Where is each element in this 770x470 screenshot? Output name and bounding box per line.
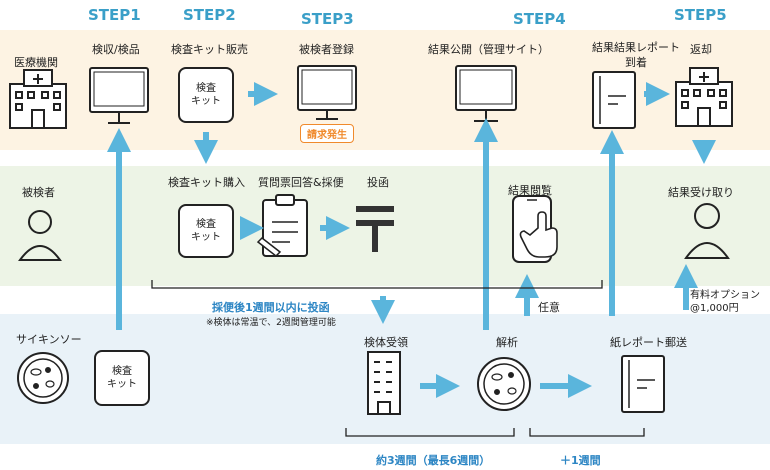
- flow-arrows: [107, 82, 716, 398]
- analysis-dish-icon: [477, 357, 531, 411]
- storage-note: ※検体は常温で、2週間管理可能: [206, 318, 336, 328]
- person-result-icon: [684, 203, 730, 259]
- hospital-icon: [9, 69, 67, 129]
- sample-receipt-label: 検体受領: [364, 336, 408, 349]
- inspection-label: 検収/検品: [92, 43, 140, 56]
- analysis-label: 解析: [496, 336, 518, 349]
- optional-label: 任意: [538, 301, 560, 314]
- billing-badge: 請求発生: [300, 124, 354, 143]
- kit-box-sale-text: 検査 キット: [191, 83, 221, 107]
- mailing-label: 投函: [367, 176, 389, 189]
- step-5-header: STEP5: [674, 6, 727, 24]
- kit-purchase-label: 検査キット購入: [168, 176, 245, 189]
- step-3-header: STEP3: [301, 10, 354, 28]
- report-document-icon: [592, 71, 636, 129]
- row-label-medical: 医療機関: [14, 56, 58, 69]
- results-receive-label: 結果受け取り: [668, 186, 734, 199]
- kit-box-sale: 検査 キット: [178, 67, 234, 123]
- kit-sale-label: 検査キット販売: [171, 43, 248, 56]
- monitor-icon-step3: [297, 65, 357, 120]
- paid-option-label: 有料オプション @1,000円: [690, 290, 760, 314]
- postal-mark-icon: [356, 206, 394, 252]
- step-2-header: STEP2: [183, 6, 236, 24]
- clipboard-icon: [256, 194, 308, 257]
- paper-report-label: 紙レポート郵送: [610, 336, 687, 349]
- step-4-header: STEP4: [513, 10, 566, 28]
- building-icon: [367, 351, 401, 415]
- timeline-brackets: [151, 280, 645, 437]
- results-view-label: 結果閲覧: [508, 184, 552, 197]
- step-1-header: STEP1: [88, 6, 141, 24]
- monitor-icon-step1: [89, 67, 149, 124]
- kit-box-company: 検査 キット: [94, 350, 150, 406]
- mail-within-week-note: 採便後1週間以内に投函: [212, 301, 330, 314]
- person-icon: [18, 210, 62, 261]
- questionnaire-label: 質問票回答&採便: [258, 176, 344, 189]
- kit-box-purchase: 検査 キット: [178, 204, 234, 258]
- registration-label: 被検者登録: [299, 43, 354, 56]
- results-publish-label: 結果公開（管理サイト）: [428, 43, 549, 56]
- kit-box-purchase-text: 検査 キット: [191, 219, 221, 243]
- paper-report-icon: [621, 355, 665, 413]
- monitor-icon-step4: [455, 65, 517, 122]
- kit-box-company-text: 検査 キット: [107, 366, 137, 390]
- row-label-company: サイキンソー: [16, 333, 82, 346]
- row-label-patient: 被検者: [22, 186, 55, 199]
- petri-dish-icon: [17, 352, 69, 404]
- duration-main-note: 約3週間（最長6週間）: [376, 454, 491, 467]
- return-label: 返却: [690, 43, 712, 56]
- smartphone-tap-icon: [512, 195, 558, 263]
- hospital-return-icon: [675, 67, 733, 127]
- duration-extra-note: ＋1週間: [560, 454, 601, 467]
- report-arrival-label: 結果結果レポート 到着: [592, 41, 680, 69]
